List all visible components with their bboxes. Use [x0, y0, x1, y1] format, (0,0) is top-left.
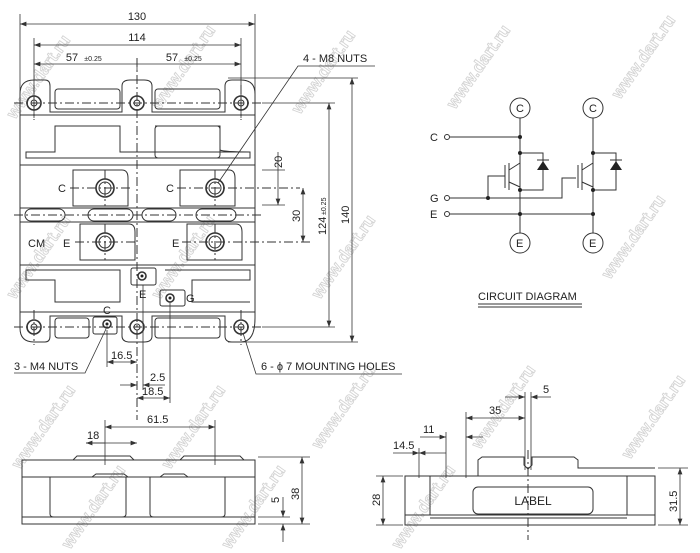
- dim-2-5: 2.5: [150, 372, 165, 384]
- watermark: www.dart.ru: [607, 11, 679, 103]
- watermark: www.dart.ru: [57, 461, 129, 553]
- watermark: www.dart.ru: [7, 381, 79, 473]
- dim-5-right: 5: [543, 384, 549, 396]
- watermark: www.dart.ru: [597, 191, 669, 283]
- callout-mounting-holes: 6 - ϕ 7 MOUNTING HOLES: [261, 361, 396, 373]
- dim-38: 38: [290, 488, 302, 500]
- label-c1: C: [58, 183, 66, 195]
- label-g-small: G: [186, 293, 195, 305]
- label-e2: E: [172, 238, 179, 250]
- label-plate: [472, 486, 594, 515]
- dim-31-5: 31.5: [668, 491, 680, 512]
- label-e-in: E: [430, 209, 437, 221]
- watermark: www.dart.ru: [217, 461, 289, 553]
- dim-28: 28: [371, 494, 383, 506]
- terminal-c-small: [92, 316, 118, 335]
- dim-16-5: 16.5: [111, 350, 132, 362]
- callout-m8-nuts: 4 - M8 NUTS: [303, 53, 367, 65]
- dim-35: 35: [489, 405, 501, 417]
- dim-140: 140: [340, 206, 352, 224]
- circuit-diagram: C C E E C G E CIRCUIT DIAGRAM: [430, 97, 622, 308]
- dim-124: 124: [317, 217, 329, 235]
- side-view-left: 61.5 18 38 5: [21, 414, 310, 542]
- dim-61-5: 61.5: [147, 414, 168, 426]
- tol-right: ±0.25: [184, 56, 202, 63]
- dim-130-label: 130: [128, 11, 146, 23]
- label-c2: C: [166, 183, 174, 195]
- dim-18-5: 18.5: [142, 386, 163, 398]
- dim-114-label: 114: [128, 32, 146, 44]
- label-c-top-1: C: [516, 103, 524, 115]
- label-g-in: G: [430, 193, 439, 205]
- terminal-e2: [182, 223, 310, 261]
- watermark: www.dart.ru: [387, 461, 459, 553]
- dim-57-left: 57: [66, 52, 78, 64]
- mounting-holes: [14, 85, 262, 345]
- terminal-c2: [177, 169, 300, 207]
- label-text: LABEL: [514, 494, 552, 508]
- watermark: www.dart.ru: [147, 21, 219, 113]
- label-e-bot-1: E: [516, 238, 523, 250]
- label-cm: CM: [28, 238, 45, 250]
- dim-124-tol: ±0.25: [321, 197, 328, 215]
- dim-11: 11: [423, 424, 434, 436]
- watermark: www.dart.ru: [307, 361, 379, 453]
- watermark: www.dart.ru: [287, 26, 359, 118]
- circuit-title: CIRCUIT DIAGRAM: [478, 291, 577, 303]
- dim-14-5: 14.5: [393, 440, 414, 452]
- callout-m4-nuts: 3 - M4 NUTS: [14, 361, 78, 373]
- side-view-right: 5 35 11 14.5 LABEL 28 31.5: [371, 384, 688, 540]
- dim-57-right: 57: [166, 52, 178, 64]
- watermark: www.dart.ru: [442, 21, 514, 113]
- watermark: www.dart.ru: [617, 371, 689, 463]
- dim-18: 18: [87, 430, 99, 442]
- dim-5-left: 5: [270, 497, 282, 503]
- label-c-in: C: [430, 132, 438, 144]
- terminal-c1: [70, 169, 130, 207]
- label-e-bot-2: E: [589, 238, 596, 250]
- watermark: www.dart.ru: [467, 361, 539, 453]
- terminal-g-small: [159, 289, 186, 307]
- top-view: 130 114 57 ±0.25 57 ±0.25: [14, 11, 402, 420]
- terminal-e1: [75, 223, 136, 261]
- watermark: www.dart.ru: [147, 211, 219, 303]
- watermark: www.dart.ru: [2, 211, 74, 303]
- label-e1: E: [63, 238, 70, 250]
- terminal-e-small: [130, 267, 157, 286]
- tol-left: ±0.25: [84, 56, 102, 63]
- watermarks: www.dart.ru www.dart.ru www.dart.ru www.…: [2, 11, 690, 553]
- label-c-top-2: C: [589, 103, 597, 115]
- dim-30: 30: [291, 210, 303, 222]
- label-c-small: C: [103, 305, 111, 317]
- dim-20: 20: [273, 156, 285, 168]
